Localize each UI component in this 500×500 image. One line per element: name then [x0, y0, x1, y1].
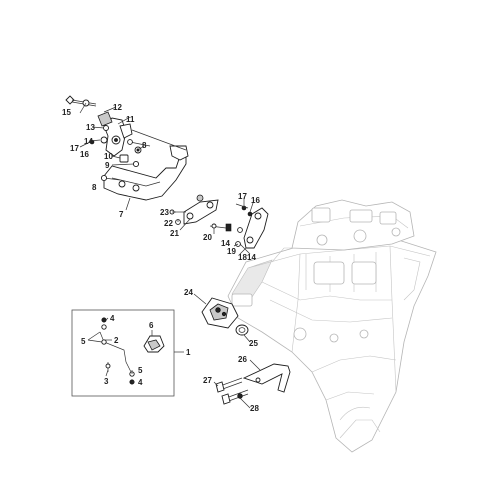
callout-21: 21: [170, 229, 179, 238]
callout-14b: 14: [221, 239, 230, 248]
callout-8a: 8: [142, 141, 147, 150]
callout-2: 2: [114, 336, 119, 345]
callout-14c: 14: [247, 253, 256, 262]
callout-5b: 5: [138, 366, 143, 375]
callout-27: 27: [203, 376, 212, 385]
callout-labels: 15 12 11 13 14 17 16 10 9 8 8 7 23 22 21…: [62, 103, 260, 413]
callout-23: 23: [160, 208, 169, 217]
outboard-housing: [227, 199, 437, 453]
callout-28: 28: [250, 404, 259, 413]
callout-3: 3: [104, 377, 109, 386]
kit-inset-box: [71, 309, 175, 397]
callout-18: 18: [238, 253, 247, 262]
callout-4b: 4: [138, 378, 143, 387]
callout-20: 20: [203, 233, 212, 242]
callout-9: 9: [105, 161, 110, 170]
callout-8b: 8: [92, 183, 97, 192]
callout-17b: 17: [238, 192, 247, 201]
callout-22: 22: [164, 219, 173, 228]
callout-19: 19: [227, 247, 236, 256]
callout-25: 25: [249, 339, 258, 348]
callout-5a: 5: [81, 337, 86, 346]
callout-17a: 17: [70, 144, 79, 153]
callout-10: 10: [104, 152, 113, 161]
callout-11: 11: [126, 115, 135, 124]
callout-15: 15: [62, 108, 71, 117]
leader-lines: [79, 102, 261, 409]
callout-16b: 16: [251, 196, 260, 205]
callout-1: 1: [186, 348, 191, 357]
callout-7: 7: [119, 210, 124, 219]
callout-6: 6: [149, 321, 154, 330]
callout-26: 26: [238, 355, 247, 364]
callout-16a: 16: [80, 150, 89, 159]
grommet-and-bracket: [201, 297, 291, 405]
throttle-bracket-assembly: [65, 95, 189, 201]
callout-14a: 14: [84, 137, 93, 146]
callout-24: 24: [184, 288, 193, 297]
callout-13: 13: [86, 123, 95, 132]
callout-4a: 4: [110, 314, 115, 323]
callout-12: 12: [113, 103, 122, 112]
